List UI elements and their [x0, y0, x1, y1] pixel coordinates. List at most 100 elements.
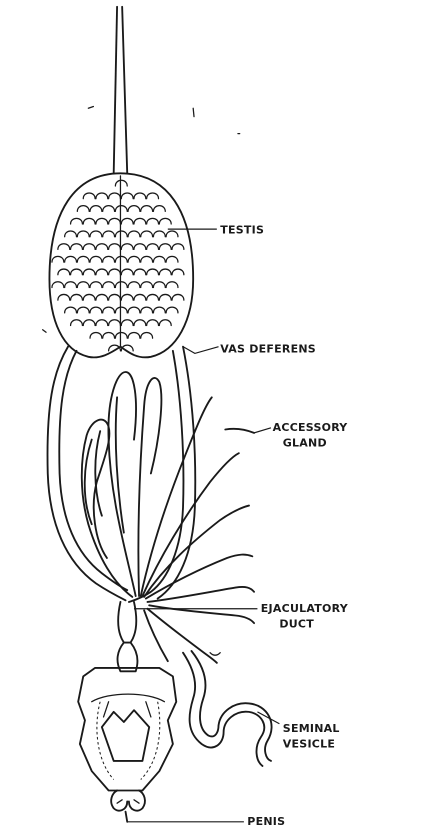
testis — [49, 173, 193, 357]
lobule — [141, 332, 153, 338]
lobule — [103, 231, 115, 237]
lobule — [109, 193, 121, 199]
lobule — [65, 282, 77, 288]
lobule — [90, 231, 102, 237]
lobule — [153, 231, 165, 237]
lobule — [96, 218, 108, 224]
lobule — [96, 320, 108, 326]
lobule — [71, 269, 83, 275]
lobule — [103, 282, 115, 288]
lobule — [115, 332, 127, 338]
lobule — [128, 256, 140, 262]
lobule — [65, 256, 77, 262]
lobule — [153, 307, 165, 313]
lobule — [153, 256, 165, 262]
lobule — [134, 320, 146, 326]
lobule — [128, 206, 140, 212]
lobule — [96, 294, 108, 300]
label-seminal-vesicle-line2: VESICLE — [283, 737, 335, 750]
lobule — [90, 332, 102, 338]
lobule — [65, 231, 77, 237]
lobule — [121, 193, 133, 199]
label-accessory-gland-line1: ACCESSORY — [273, 421, 349, 434]
lobule — [141, 307, 153, 313]
lobule — [147, 218, 159, 224]
lobule — [71, 218, 83, 224]
label-testis: TESTIS — [220, 223, 264, 236]
lobule — [65, 307, 77, 313]
lobule — [109, 244, 121, 250]
seminal-vesicle — [183, 651, 272, 766]
lobule — [134, 294, 146, 300]
lobule — [172, 244, 184, 250]
lobule — [77, 282, 89, 288]
lobule — [109, 294, 121, 300]
lobule — [147, 244, 159, 250]
lobule — [58, 244, 70, 250]
leader-lines — [127, 229, 279, 822]
lobule — [52, 256, 64, 262]
lobule — [147, 320, 159, 326]
lobule — [109, 320, 121, 326]
genital-capsule — [78, 668, 176, 791]
lobule — [83, 244, 95, 250]
lobule — [121, 269, 133, 275]
lobule — [115, 206, 127, 212]
lobule — [121, 244, 133, 250]
lobule — [103, 256, 115, 262]
lobule — [147, 294, 159, 300]
lobule — [159, 294, 171, 300]
lobule — [128, 307, 140, 313]
label-ejaculatory-duct-line1: EJACULATORY — [261, 602, 349, 615]
lobule — [115, 282, 127, 288]
lobule — [83, 320, 95, 326]
label-penis: PENIS — [247, 815, 285, 828]
lobule — [115, 180, 127, 186]
lobule — [159, 320, 171, 326]
lobule — [128, 282, 140, 288]
lobule — [134, 244, 146, 250]
lobule — [166, 256, 178, 262]
lobule — [52, 282, 64, 288]
ejaculatory-duct — [118, 602, 138, 671]
testis-lobules — [52, 180, 184, 351]
vas-deferens — [47, 347, 195, 602]
lobule — [96, 193, 108, 199]
lobule — [159, 218, 171, 224]
lobule — [109, 269, 121, 275]
lobule — [96, 269, 108, 275]
lobule — [153, 206, 165, 212]
lobule — [166, 307, 178, 313]
terminal-filament — [114, 7, 128, 174]
lobule — [77, 307, 89, 313]
lobule — [134, 218, 146, 224]
lobule — [115, 231, 127, 237]
lobule — [141, 206, 153, 212]
lobule — [115, 256, 127, 262]
label-accessory-gland-line2: GLAND — [283, 436, 327, 449]
lobule — [121, 218, 133, 224]
lobule — [172, 294, 184, 300]
lobule — [153, 282, 165, 288]
lobule — [115, 307, 127, 313]
lobule — [83, 193, 95, 199]
lobule — [172, 269, 184, 275]
lobule — [121, 294, 133, 300]
lobule — [77, 206, 89, 212]
penis — [111, 791, 145, 822]
lobule — [96, 244, 108, 250]
lobule — [159, 269, 171, 275]
lobule — [103, 332, 115, 338]
lobule — [166, 282, 178, 288]
lobule — [71, 294, 83, 300]
lobule — [147, 269, 159, 275]
lobule — [134, 269, 146, 275]
lobule — [134, 193, 146, 199]
label-seminal-vesicle-line1: SEMINAL — [283, 722, 340, 735]
lobule — [77, 231, 89, 237]
lobule — [147, 193, 159, 199]
lobule — [83, 269, 95, 275]
lobule — [90, 256, 102, 262]
lobule — [90, 307, 102, 313]
